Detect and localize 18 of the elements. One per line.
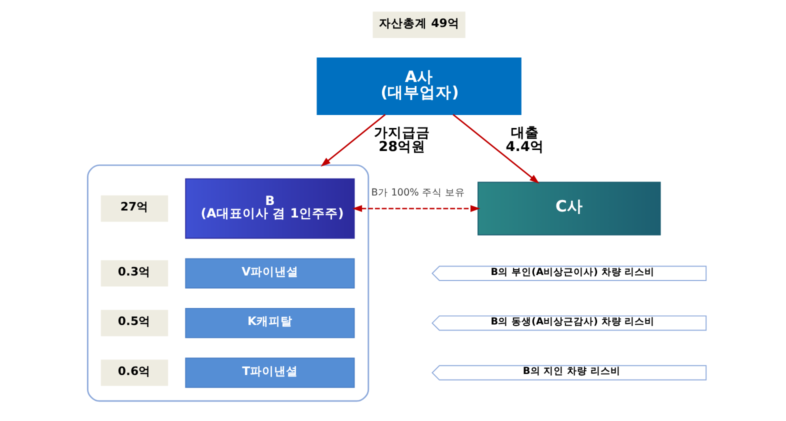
edge-label: 대출 4.4억 xyxy=(506,125,544,155)
node-box: A사 (대부업자) xyxy=(316,57,522,115)
node-box: 0.6억 xyxy=(100,360,168,386)
edge-label: B가 100% 주식 보유 xyxy=(371,187,466,198)
node-box: T파이낸셜 xyxy=(185,358,355,388)
node-box: C사 xyxy=(478,182,661,236)
edge-label: 가지급금 28억원 xyxy=(374,125,430,155)
node-box: 27억 xyxy=(100,195,168,222)
node-box: B (A대표이사 겸 1인주주) xyxy=(185,178,355,239)
arrow xyxy=(452,114,540,184)
node-box: V파이낸셜 xyxy=(185,258,355,288)
node-box: 0.3억 xyxy=(100,260,168,287)
arrow xyxy=(320,114,386,167)
cluster xyxy=(86,164,370,402)
node-box: 0.5억 xyxy=(100,310,168,336)
arrow xyxy=(352,205,480,212)
node-box: K캐피탈 xyxy=(185,308,355,338)
node-box: 자산총계 49억 xyxy=(372,12,466,38)
